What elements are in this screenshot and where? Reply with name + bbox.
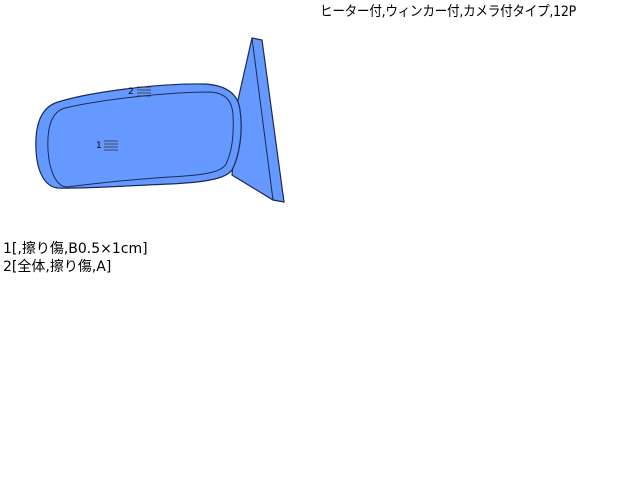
marker-1-hatch-icon: [104, 140, 118, 151]
mirror-housing: [35, 83, 242, 189]
marker-2-hatch-icon: [137, 86, 151, 97]
damage-marker-1: 1: [96, 140, 118, 151]
spec-text: ヒーター付,ウィンカー付,カメラ付タイプ,12P: [320, 4, 576, 20]
mount-edge-line: [251, 37, 274, 201]
damage-list: 1[,擦り傷,B0.5×1cm] 2[全体,擦り傷,A]: [3, 240, 148, 276]
damage-entry-2: 2[全体,擦り傷,A]: [3, 259, 112, 275]
marker-2-label: 2: [128, 87, 134, 97]
damage-entry-1: 1[,擦り傷,B0.5×1cm]: [3, 241, 148, 257]
marker-1-label: 1: [96, 141, 102, 151]
mirror-glass: [47, 91, 234, 188]
mirror-diagram: 1 2: [35, 37, 285, 203]
damage-marker-2: 2: [128, 86, 151, 97]
